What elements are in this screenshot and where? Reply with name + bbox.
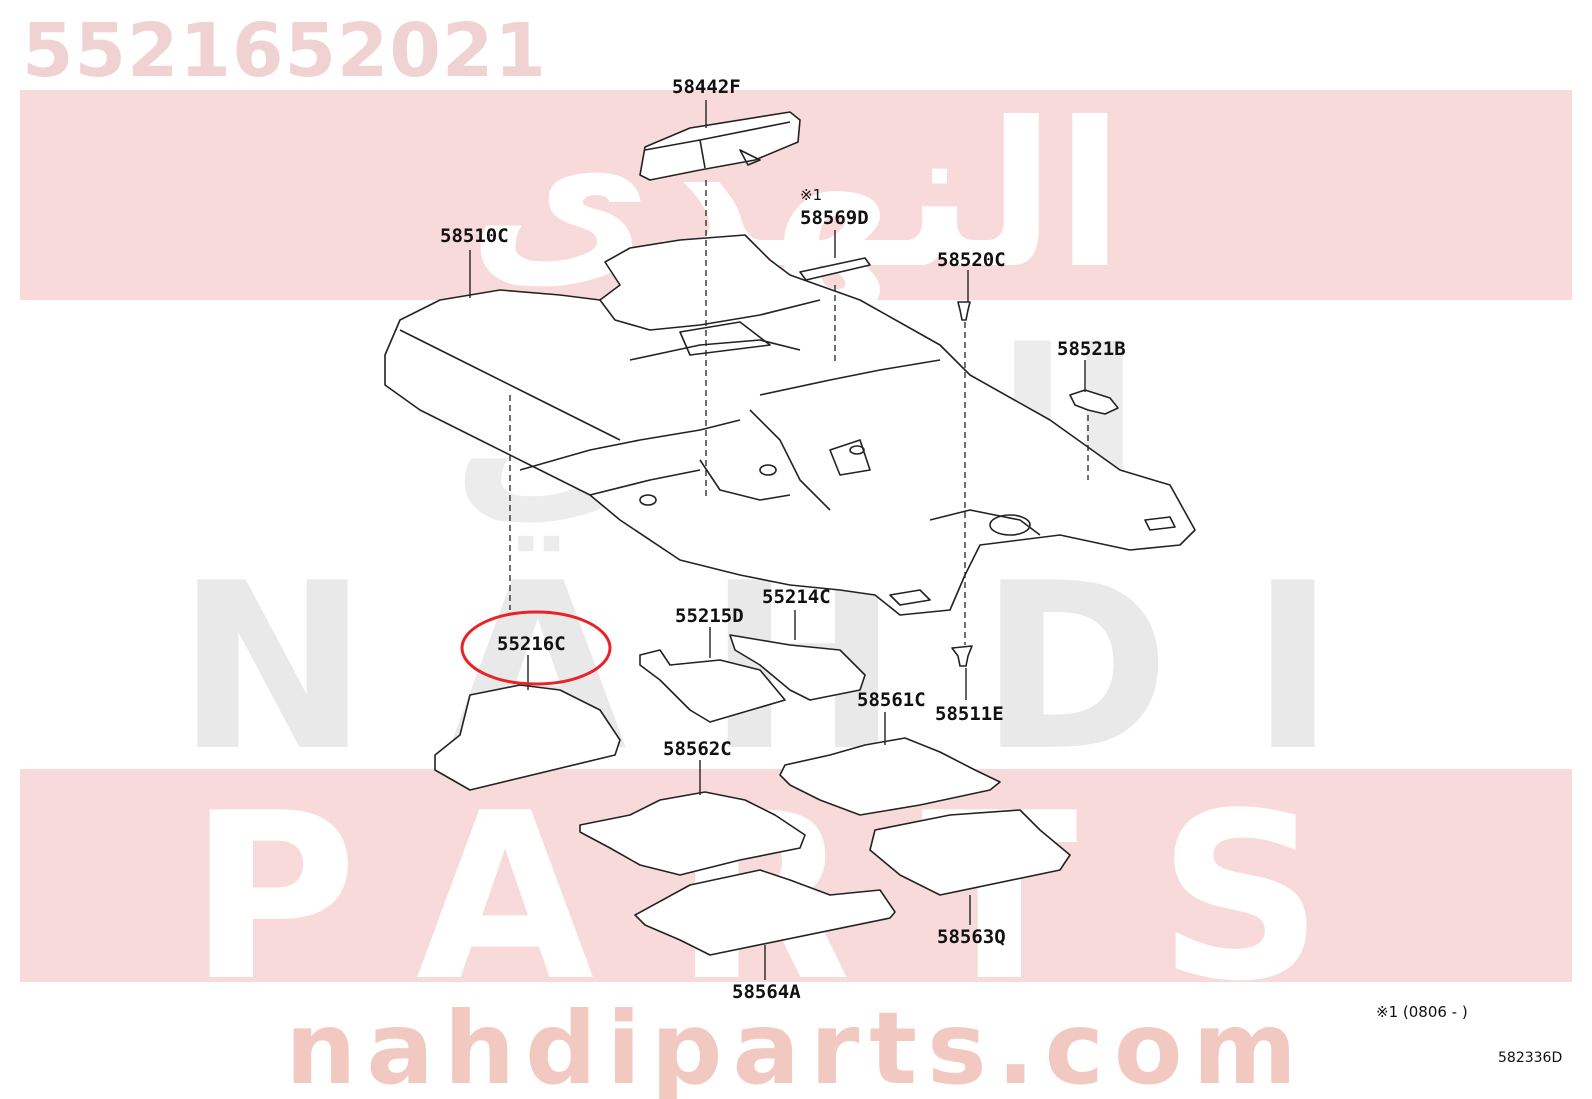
label-58520C: 58520C: [937, 249, 1006, 271]
part-58569D-shape: [799, 257, 871, 281]
part-55215D-shape: [639, 649, 786, 723]
label-58521B: 58521B: [1057, 338, 1126, 360]
label-58510C: 58510C: [440, 225, 509, 247]
highlight-circle: [460, 610, 612, 686]
label-58569D: 58569D: [800, 207, 869, 229]
watermark-website: nahdiparts.com: [285, 990, 1307, 1099]
watermark-band-bottom: [20, 769, 1572, 982]
label-55216C: 55216C: [497, 633, 566, 655]
part-58510C-shape: [384, 234, 1196, 616]
label-55215D: 55215D: [675, 605, 744, 627]
part-58511E-shape: [951, 645, 973, 667]
part-58563Q-shape: [869, 809, 1071, 896]
footnote: ※1 (0806 - ): [1376, 1003, 1468, 1021]
label-note-mark: ※1: [800, 186, 823, 204]
part-55214C-shape: [729, 634, 866, 701]
part-58562C-shape: [579, 791, 806, 876]
label-55214C: 55214C: [762, 586, 831, 608]
part-58561C-shape: [779, 737, 1001, 816]
label-58564A: 58564A: [732, 981, 801, 1003]
part-number-title: 5521652021: [22, 8, 547, 94]
part-55216C-shape: [434, 684, 621, 791]
part-58442F-shape: [639, 111, 801, 181]
label-58563Q: 58563Q: [937, 926, 1006, 948]
label-58442F: 58442F: [672, 76, 741, 98]
label-58561C: 58561C: [857, 689, 926, 711]
part-58521B-shape: [1069, 389, 1119, 415]
part-58564A-shape: [634, 869, 896, 956]
label-58562C: 58562C: [663, 738, 732, 760]
diagram-code: 582336D: [1498, 1050, 1563, 1066]
label-58511E: 58511E: [935, 703, 1004, 725]
part-58520C-shape: [957, 301, 971, 321]
